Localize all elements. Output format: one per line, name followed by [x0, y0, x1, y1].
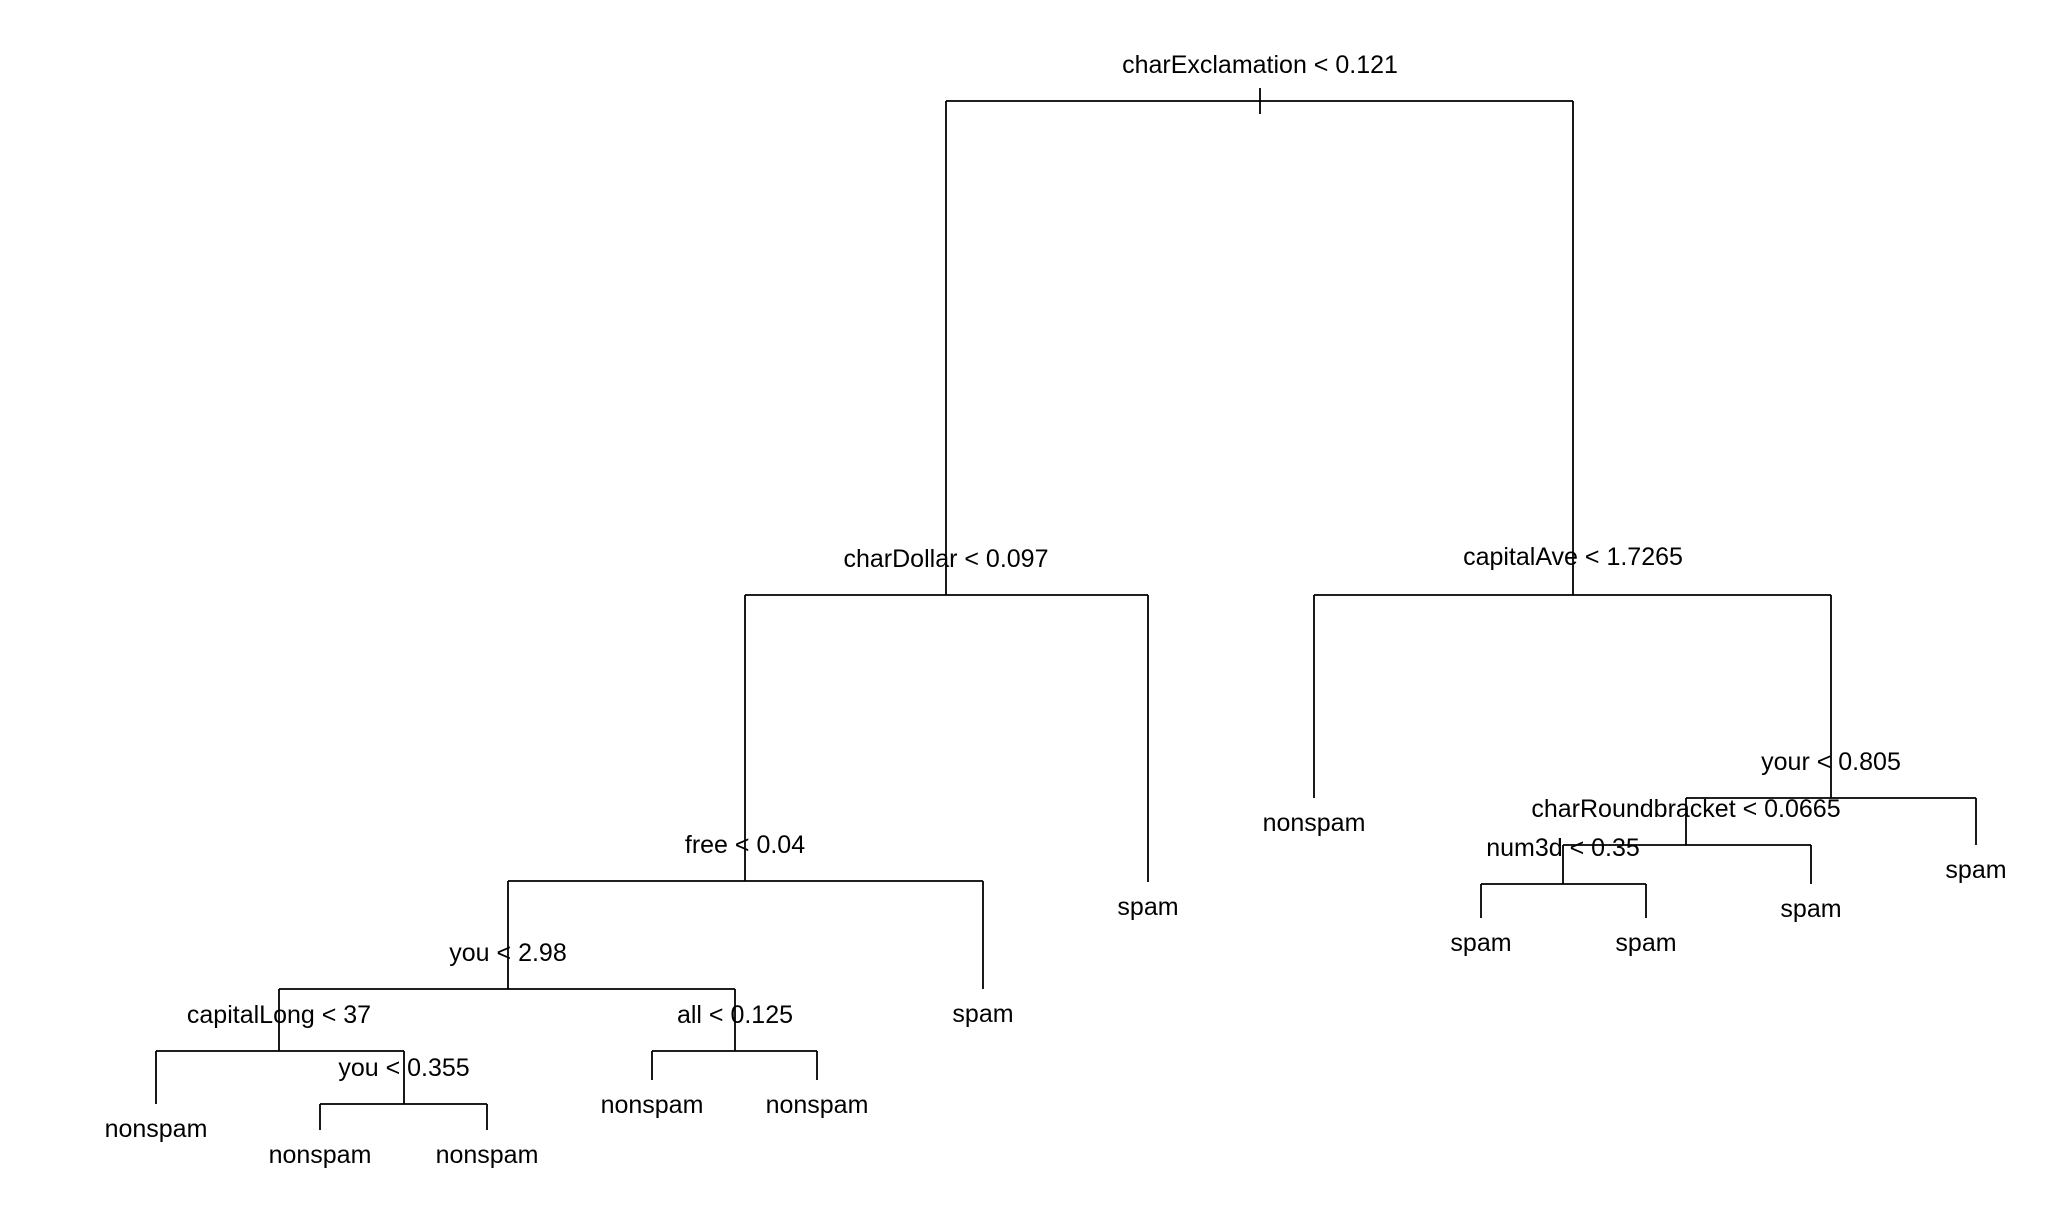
- leaf-label-leaf-7: spam: [1117, 893, 1178, 921]
- split-label-n-your: your < 0.805: [1761, 748, 1901, 776]
- split-label-n-chardollar: charDollar < 0.097: [844, 545, 1049, 573]
- split-label-n-free: free < 0.04: [685, 831, 805, 859]
- split-label-n-num3d: num3d < 0.35: [1486, 834, 1640, 862]
- split-label-n-you-298: you < 2.98: [449, 939, 566, 967]
- leaf-label-leaf-11: spam: [1780, 895, 1841, 923]
- leaf-label-leaf-3: nonspam: [436, 1141, 539, 1169]
- split-label-root: charExclamation < 0.121: [1122, 51, 1398, 79]
- tree-edges: [155, 88, 1977, 1130]
- split-label-n-charroundbracket: charRoundbracket < 0.0665: [1531, 795, 1840, 823]
- leaf-label-leaf-9: spam: [1450, 929, 1511, 957]
- leaf-label-leaf-8: nonspam: [1263, 809, 1366, 837]
- leaf-label-leaf-4: nonspam: [601, 1091, 704, 1119]
- leaf-label-leaf-2: nonspam: [269, 1141, 372, 1169]
- split-label-n-all: all < 0.125: [677, 1001, 793, 1029]
- leaf-label-leaf-5: nonspam: [766, 1091, 869, 1119]
- leaf-label-leaf-1: nonspam: [105, 1115, 208, 1143]
- leaf-label-leaf-6: spam: [952, 1000, 1013, 1028]
- split-label-n-you-0355: you < 0.355: [338, 1054, 469, 1082]
- leaf-label-leaf-10: spam: [1615, 929, 1676, 957]
- tree-labels: nonspam nonspam nonspam you < 0.355 capitalL…: [105, 51, 2007, 1169]
- split-label-n-capitallong: capitalLong < 37: [187, 1001, 371, 1029]
- split-label-n-capitalave: capitalAve < 1.7265: [1463, 543, 1683, 571]
- leaf-label-leaf-12: spam: [1945, 856, 2006, 884]
